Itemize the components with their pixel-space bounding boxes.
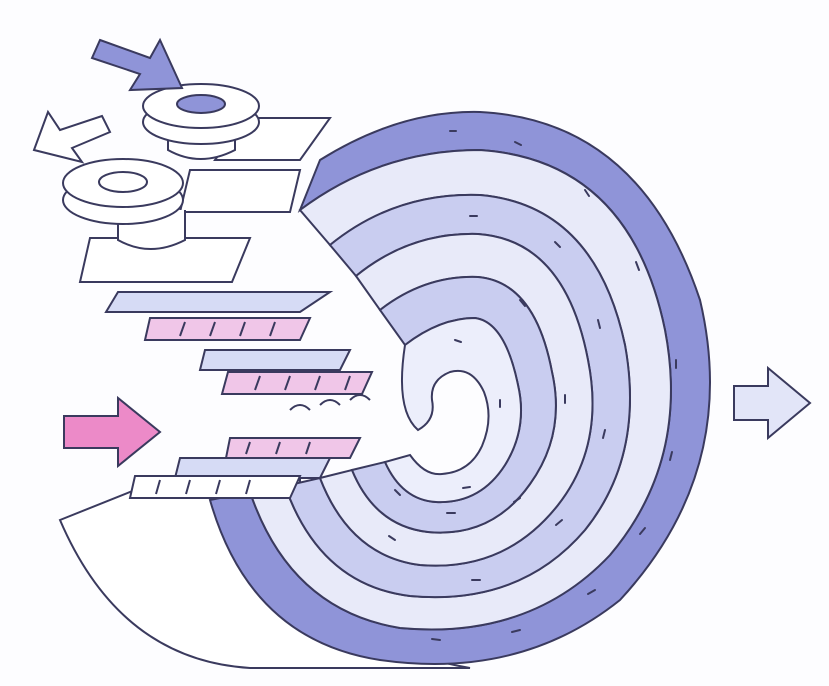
plate-4 [106, 292, 330, 312]
plate-7 [130, 476, 300, 498]
fin-plate-pink-1 [145, 318, 310, 340]
fin-plate-pink-3 [226, 438, 360, 458]
top-plate-2 [180, 170, 300, 212]
plate-5 [200, 350, 350, 370]
fin-plate-pink-2 [222, 372, 372, 394]
